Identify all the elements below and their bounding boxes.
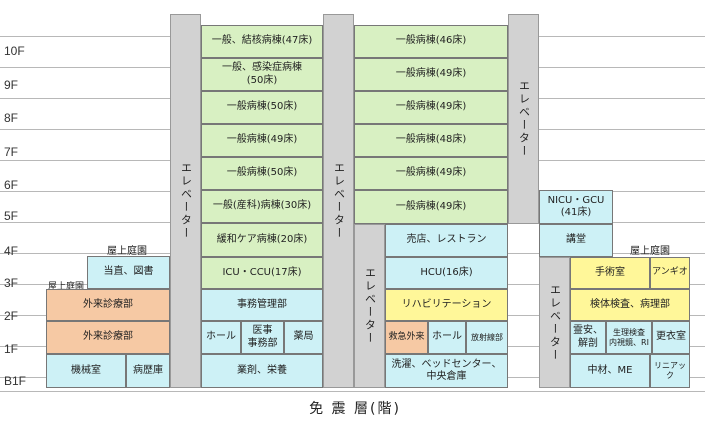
ward-a-3f: ICU・CCU(17床): [201, 257, 323, 289]
ward-a-7f: 一般病棟(49床): [201, 124, 323, 157]
roof-garden-left: 屋上庭園: [107, 246, 147, 257]
central-supply-b1f: 中材、ME: [570, 354, 650, 388]
roof-garden-lower-left: 屋上庭園: [48, 282, 85, 292]
medical-office-1f: 医事 事務部: [241, 321, 284, 354]
floor-label-8f: 8F: [4, 111, 19, 125]
machine-room-b1f: 機械室: [46, 354, 126, 388]
ward-b-10f: 一般病棟(46床): [354, 25, 508, 58]
outpatient-2f: 外来診療部: [46, 289, 170, 321]
nicu-gcu-5f: NICU・GCU (41床): [539, 190, 613, 224]
floor-label-6f: 6F: [4, 178, 19, 192]
auditorium-4f: 講堂: [539, 224, 613, 257]
linac-b1f: リニアック: [650, 354, 690, 388]
rehabilitation-2f: リハビリテーション: [385, 289, 508, 321]
floor-label-10f: 10F: [4, 44, 25, 58]
elevator-e-label: エレベーター: [548, 283, 562, 362]
ward-b-8f: 一般病棟(49床): [354, 91, 508, 124]
ward-a-4f: 緩和ケア病棟(20床): [201, 223, 323, 257]
ward-a-5f: 一般(産科)病棟(30床): [201, 190, 323, 223]
roof-garden-right: 屋上庭園: [630, 246, 670, 257]
elevator-c-label: エレベーター: [517, 80, 531, 158]
floor-line: [0, 391, 705, 392]
elevator-a: エレベーター: [170, 14, 201, 388]
floor-label-3f: 3F: [4, 276, 19, 290]
elevator-d-label: エレベーター: [363, 267, 377, 345]
ward-b-6f: 一般病棟(49床): [354, 157, 508, 190]
elevator-a-label: エレベーター: [179, 162, 193, 240]
elevator-c: エレベーター: [508, 14, 539, 224]
records-b1f: 病歴庫: [126, 354, 170, 388]
hcu-3f: HCU(16床): [385, 257, 508, 289]
shop-restaurant-4f: 売店、レストラン: [385, 224, 508, 257]
emergency-1f: 救急外来: [385, 321, 428, 354]
operating-room-3f: 手術室: [570, 257, 650, 289]
floor-label-7f: 7F: [4, 145, 19, 159]
floor-label-b1f: B1F: [4, 374, 27, 388]
hall-b-1f: ホール: [428, 321, 466, 354]
seismic-isolation-label: 免 震 層(階): [309, 401, 401, 417]
lab-pathology-2f: 検体検査、病理部: [570, 289, 690, 321]
radiology-1f: 放射線部: [466, 321, 508, 354]
ward-b-7f: 一般病棟(48床): [354, 124, 508, 157]
elevator-d: エレベーター: [354, 224, 385, 388]
elevator-e: エレベーター: [539, 257, 570, 388]
mortuary-1f: 霊安、 解剖: [570, 321, 606, 354]
physiology-endoscopy-1f: 生理検査 内視鏡、RI: [606, 321, 652, 354]
hall-a-1f: ホール: [201, 321, 241, 354]
elevator-b-label: エレベーター: [332, 162, 346, 240]
duty-library-3f: 当直、図書: [87, 256, 170, 289]
floor-label-2f: 2F: [4, 309, 19, 323]
angio-3f: アンギオ: [650, 257, 690, 289]
ward-a-9f: 一般、感染症病棟 (50床): [201, 58, 323, 91]
ward-a-8f: 一般病棟(50床): [201, 91, 323, 124]
floor-label-1f: 1F: [4, 342, 19, 356]
floor-label-9f: 9F: [4, 78, 19, 92]
ward-a-10f: 一般、結核病棟(47床): [201, 25, 323, 58]
ward-b-9f: 一般病棟(49床): [354, 58, 508, 91]
elevator-b: エレベーター: [323, 14, 354, 388]
floor-label-5f: 5F: [4, 209, 19, 223]
ward-a-6f: 一般病棟(50床): [201, 157, 323, 190]
locker-room-1f: 更衣室: [652, 321, 690, 354]
ward-a-2f: 事務管理部: [201, 289, 323, 321]
laundry-storage-b1f: 洗濯、ベッドセンター、 中央倉庫: [385, 354, 508, 388]
outpatient-1f: 外来診療部: [46, 321, 170, 354]
ward-a-b1f: 業剤、栄養: [201, 354, 323, 388]
pharmacy-1f: 薬局: [284, 321, 323, 354]
ward-b-5f: 一般病棟(49床): [354, 190, 508, 224]
floor-label-4f: 4F: [4, 244, 19, 258]
